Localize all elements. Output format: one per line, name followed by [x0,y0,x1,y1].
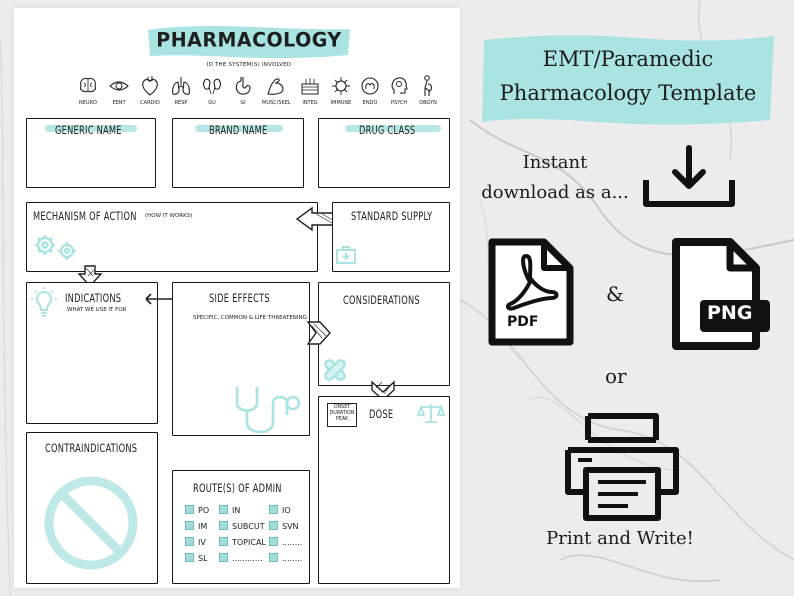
stethoscope-icon [235,387,301,434]
indications-box[interactable]: INDICATIONS WHAT WE USE IT FOR [26,282,158,424]
prohibited-icon [44,476,138,570]
dose-box[interactable]: ONSET DURATION PEAK DOSE [318,396,450,584]
pregnant-woman-icon [424,75,433,96]
routes-label: ROUTE(S) OF ADMIN [193,481,282,495]
system-cardio: CARDIO [136,74,164,106]
medkit-icon [336,246,356,264]
route-blank-2[interactable]: ............ [219,553,263,563]
eye-icon [109,81,129,91]
or-text: or [605,364,627,388]
route-in[interactable]: IN [219,505,240,515]
instant-line1: Instant [522,152,588,173]
route-iv[interactable]: IV [185,537,206,547]
skin-layers-icon [301,78,319,95]
routes-box[interactable]: ROUTE(S) OF ADMIN PO IN IO IM SUBCUT SVN… [172,470,310,584]
heart-icon [142,76,158,96]
arrow-right-icon [306,321,331,345]
route-po[interactable]: PO [185,505,209,515]
stomach-icon [235,77,251,95]
title-block: PHARMACOLOGY [148,24,350,59]
png-label: PNG [707,302,753,324]
system-endo: ENDO [356,74,384,106]
head-gear-icon [391,77,408,94]
instant-line2: download as a... [481,182,629,203]
brand-name-box[interactable]: BRAND NAME [172,118,304,188]
label-highlight [195,125,283,132]
side-effects-sublabel: SPECIFIC, COMMON & LIFE THREATENING [193,315,307,321]
virus-icon [332,77,350,95]
promo-title-line1: EMT/Paramedic [542,47,714,71]
double-arrow-icon [145,293,187,305]
contraindications-label: CONTRAINDICATIONS [45,441,138,455]
indications-sublabel: WHAT WE USE IT FOR [67,307,127,313]
route-svn[interactable]: SVN [269,521,299,531]
system-gu: GU [198,74,226,106]
standard-supply-label: STANDARD SUPPLY [351,209,433,223]
png-file-icon [672,238,770,350]
brand-name-label: BRAND NAME [209,123,268,137]
mechanism-label: MECHANISM OF ACTION [33,209,137,223]
label-highlight [345,125,441,132]
mechanism-box[interactable]: MECHANISM OF ACTION (HOW IT WORKS) [26,202,318,272]
system-gi: GI [229,74,257,106]
kidneys-icon [203,78,221,95]
side-effects-label: SIDE EFFECTS [209,291,270,305]
promo-title: EMT/Paramedic Pharmacology Template [478,42,778,110]
system-resp: RESP [167,74,195,106]
thyroid-icon [361,77,379,95]
drug-class-label: DRUG CLASS [359,123,416,137]
gears-icon [35,235,76,260]
label-highlight [45,125,137,132]
route-blank-1[interactable]: ........ [269,537,302,547]
bandage-icon [324,359,346,381]
print-and-write-text: Print and Write! [546,528,694,549]
route-io[interactable]: IO [269,505,291,515]
pdf-label: PDF [507,314,539,330]
route-blank-3[interactable]: ........ [269,553,302,563]
generic-name-box[interactable]: GENERIC NAME [26,118,156,188]
download-icon [643,145,735,207]
system-neuro: NEURO [74,74,102,106]
onset-duration-peak-tag: ONSET DURATION PEAK [327,403,357,427]
system-musc-skel: MUSC/SKEL [262,74,291,106]
title-brush-stroke [148,26,350,59]
printer-icon [565,413,679,521]
generic-name-label: GENERIC NAME [55,123,122,137]
body-systems-row: NEURO EENT CARDIO RESP GU GI MUSC/SKEL [74,74,437,118]
lungs-icon [172,77,190,95]
scale-icon [417,404,445,423]
arrow-down-icon [77,265,103,288]
route-sl[interactable]: SL [185,553,208,563]
arm-muscle-icon [267,78,284,95]
system-obgyn: OBGYN [414,74,442,106]
pharmacology-worksheet: PHARMACOLOGY ID THE SYSTEM(S) INVOLVED N… [14,8,460,588]
pdf-file-icon [488,238,574,346]
route-subcut[interactable]: SUBCUT [219,521,265,531]
contraindications-box[interactable]: CONTRAINDICATIONS [26,432,158,584]
brain-icon [80,77,96,93]
standard-supply-box[interactable]: STANDARD SUPPLY [332,202,450,272]
drug-class-box[interactable]: DRUG CLASS [318,118,450,188]
system-immune: IMMUNE [327,74,355,106]
system-psych: PSYCH [385,74,413,106]
mechanism-sublabel: (HOW IT WORKS) [145,213,193,219]
route-im[interactable]: IM [185,521,207,531]
instant-download-text: Instant download as a... [470,148,640,208]
promo-title-brush [482,35,774,125]
lightbulb-icon [31,287,57,317]
system-integ: INTEG [296,74,324,106]
system-eent: EENT [105,74,133,106]
considerations-label: CONSIDERATIONS [343,293,420,307]
side-effects-box[interactable]: SIDE EFFECTS SPECIFIC, COMMON & LIFE THR… [172,282,310,436]
page-title: PHARMACOLOGY [156,28,342,52]
ampersand: & [606,282,624,306]
dose-label: DOSE [369,407,394,421]
indications-label: INDICATIONS [65,291,122,305]
promo-title-line2: Pharmacology Template [499,81,757,105]
systems-subtitle: ID THE SYSTEM(S) INVOLVED [206,62,292,68]
considerations-box[interactable]: CONSIDERATIONS [318,282,450,386]
route-topical[interactable]: TOPICAL [219,537,266,547]
